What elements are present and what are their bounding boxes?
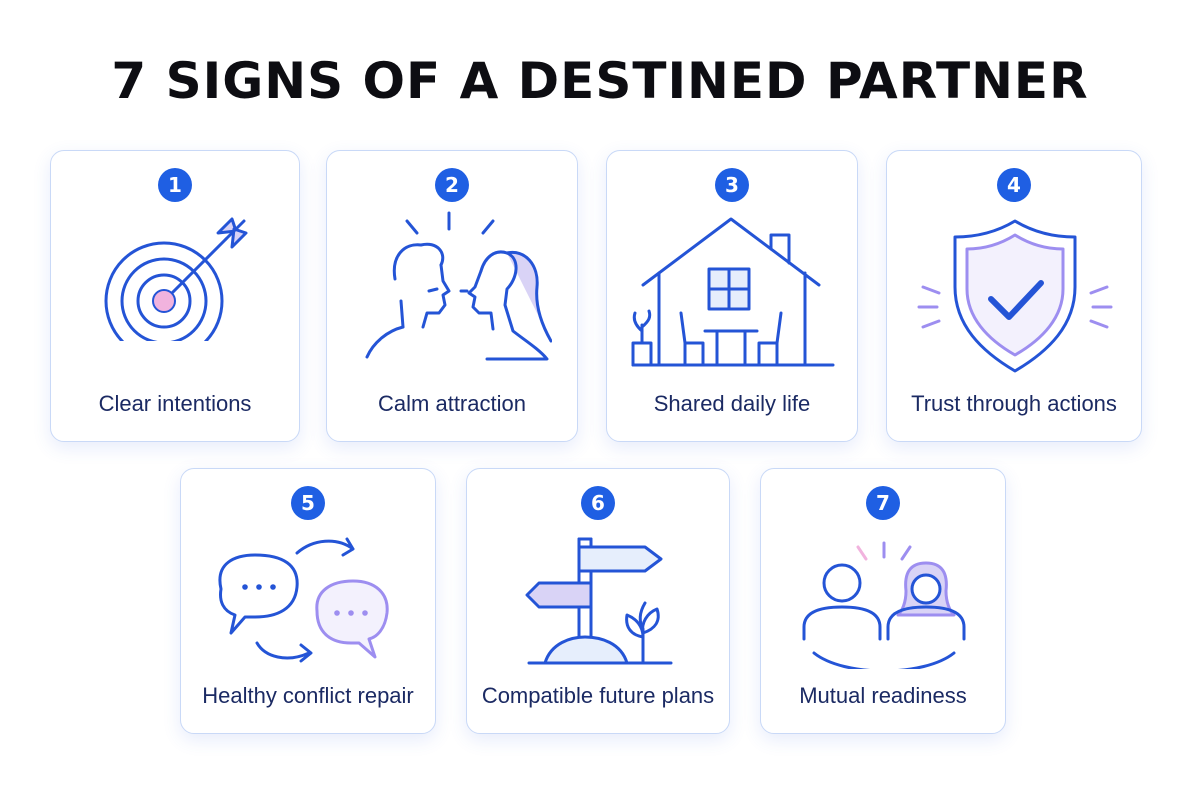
two-people-icon (802, 541, 966, 669)
card-label: Clear intentions (98, 391, 252, 416)
signpost-icon (525, 537, 673, 665)
number-badge: 4 (997, 168, 1031, 202)
number-badge: 7 (866, 486, 900, 520)
number-badge: 2 (435, 168, 469, 202)
house-icon (631, 217, 835, 367)
number-badge: 6 (581, 486, 615, 520)
sign-card-7: 7 Mutual readiness (760, 468, 1006, 734)
couple-faces-icon (365, 211, 552, 361)
card-label: Trust through actions (911, 391, 1117, 416)
number-badge: 5 (291, 486, 325, 520)
sign-card-2: 2 Calm attraction (326, 150, 578, 442)
card-label: Shared daily life (653, 391, 811, 416)
card-label: Calm attraction (378, 391, 526, 416)
sign-card-5: 5 Healthy conflict repair (180, 468, 436, 734)
sign-card-1: 1 Clear intentions (50, 150, 300, 442)
page-title: 7 SIGNS OF A DESTINED PARTNER (111, 52, 1089, 110)
card-label: Healthy conflict repair (202, 683, 414, 708)
card-label: Compatible future plans (481, 683, 715, 708)
chat-bubbles-icon (218, 537, 389, 663)
shield-check-icon (917, 219, 1113, 373)
number-badge: 3 (715, 168, 749, 202)
sign-card-6: 6 Compatible future plans (466, 468, 730, 734)
card-label: Mutual readiness (799, 683, 967, 708)
sign-card-4: 4 Trust through actions (886, 150, 1142, 442)
target-arrow-icon (104, 217, 248, 341)
number-badge: 1 (158, 168, 192, 202)
sign-card-3: 3 Shared daily life (606, 150, 858, 442)
